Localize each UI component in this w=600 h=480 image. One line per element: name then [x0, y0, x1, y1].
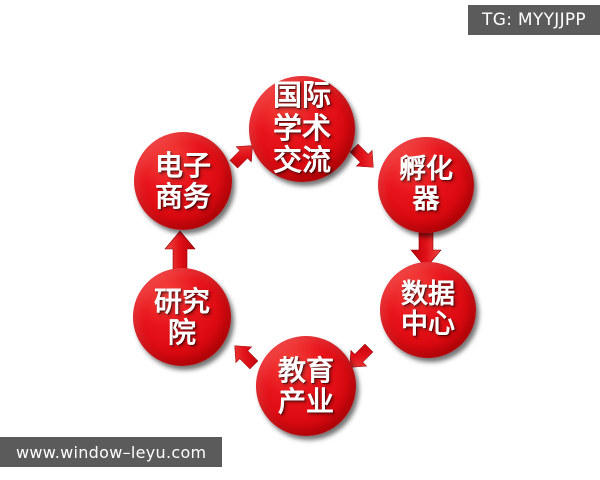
arrow-research-institute-to-e-commerce [158, 228, 202, 272]
node-data-center[interactable]: 数据 中心 [380, 262, 476, 358]
node-sphere [378, 137, 474, 233]
watermark-bottom-left: www.window–leyu.com [0, 437, 223, 467]
node-incubator[interactable]: 孵化 器 [378, 137, 474, 233]
node-education-industry[interactable]: 教育 产业 [256, 336, 356, 436]
node-research-institute[interactable]: 研究 院 [133, 268, 231, 366]
node-sphere [249, 76, 355, 182]
node-sphere [380, 262, 476, 358]
node-sphere [134, 132, 232, 230]
node-international-academic-exchange[interactable]: 国际 学术 交流 [249, 76, 355, 182]
node-e-commerce[interactable]: 电子 商务 [134, 132, 232, 230]
watermark-top-right: TG: MYYJJPP [468, 5, 600, 35]
node-sphere [133, 268, 231, 366]
node-sphere [256, 336, 356, 436]
